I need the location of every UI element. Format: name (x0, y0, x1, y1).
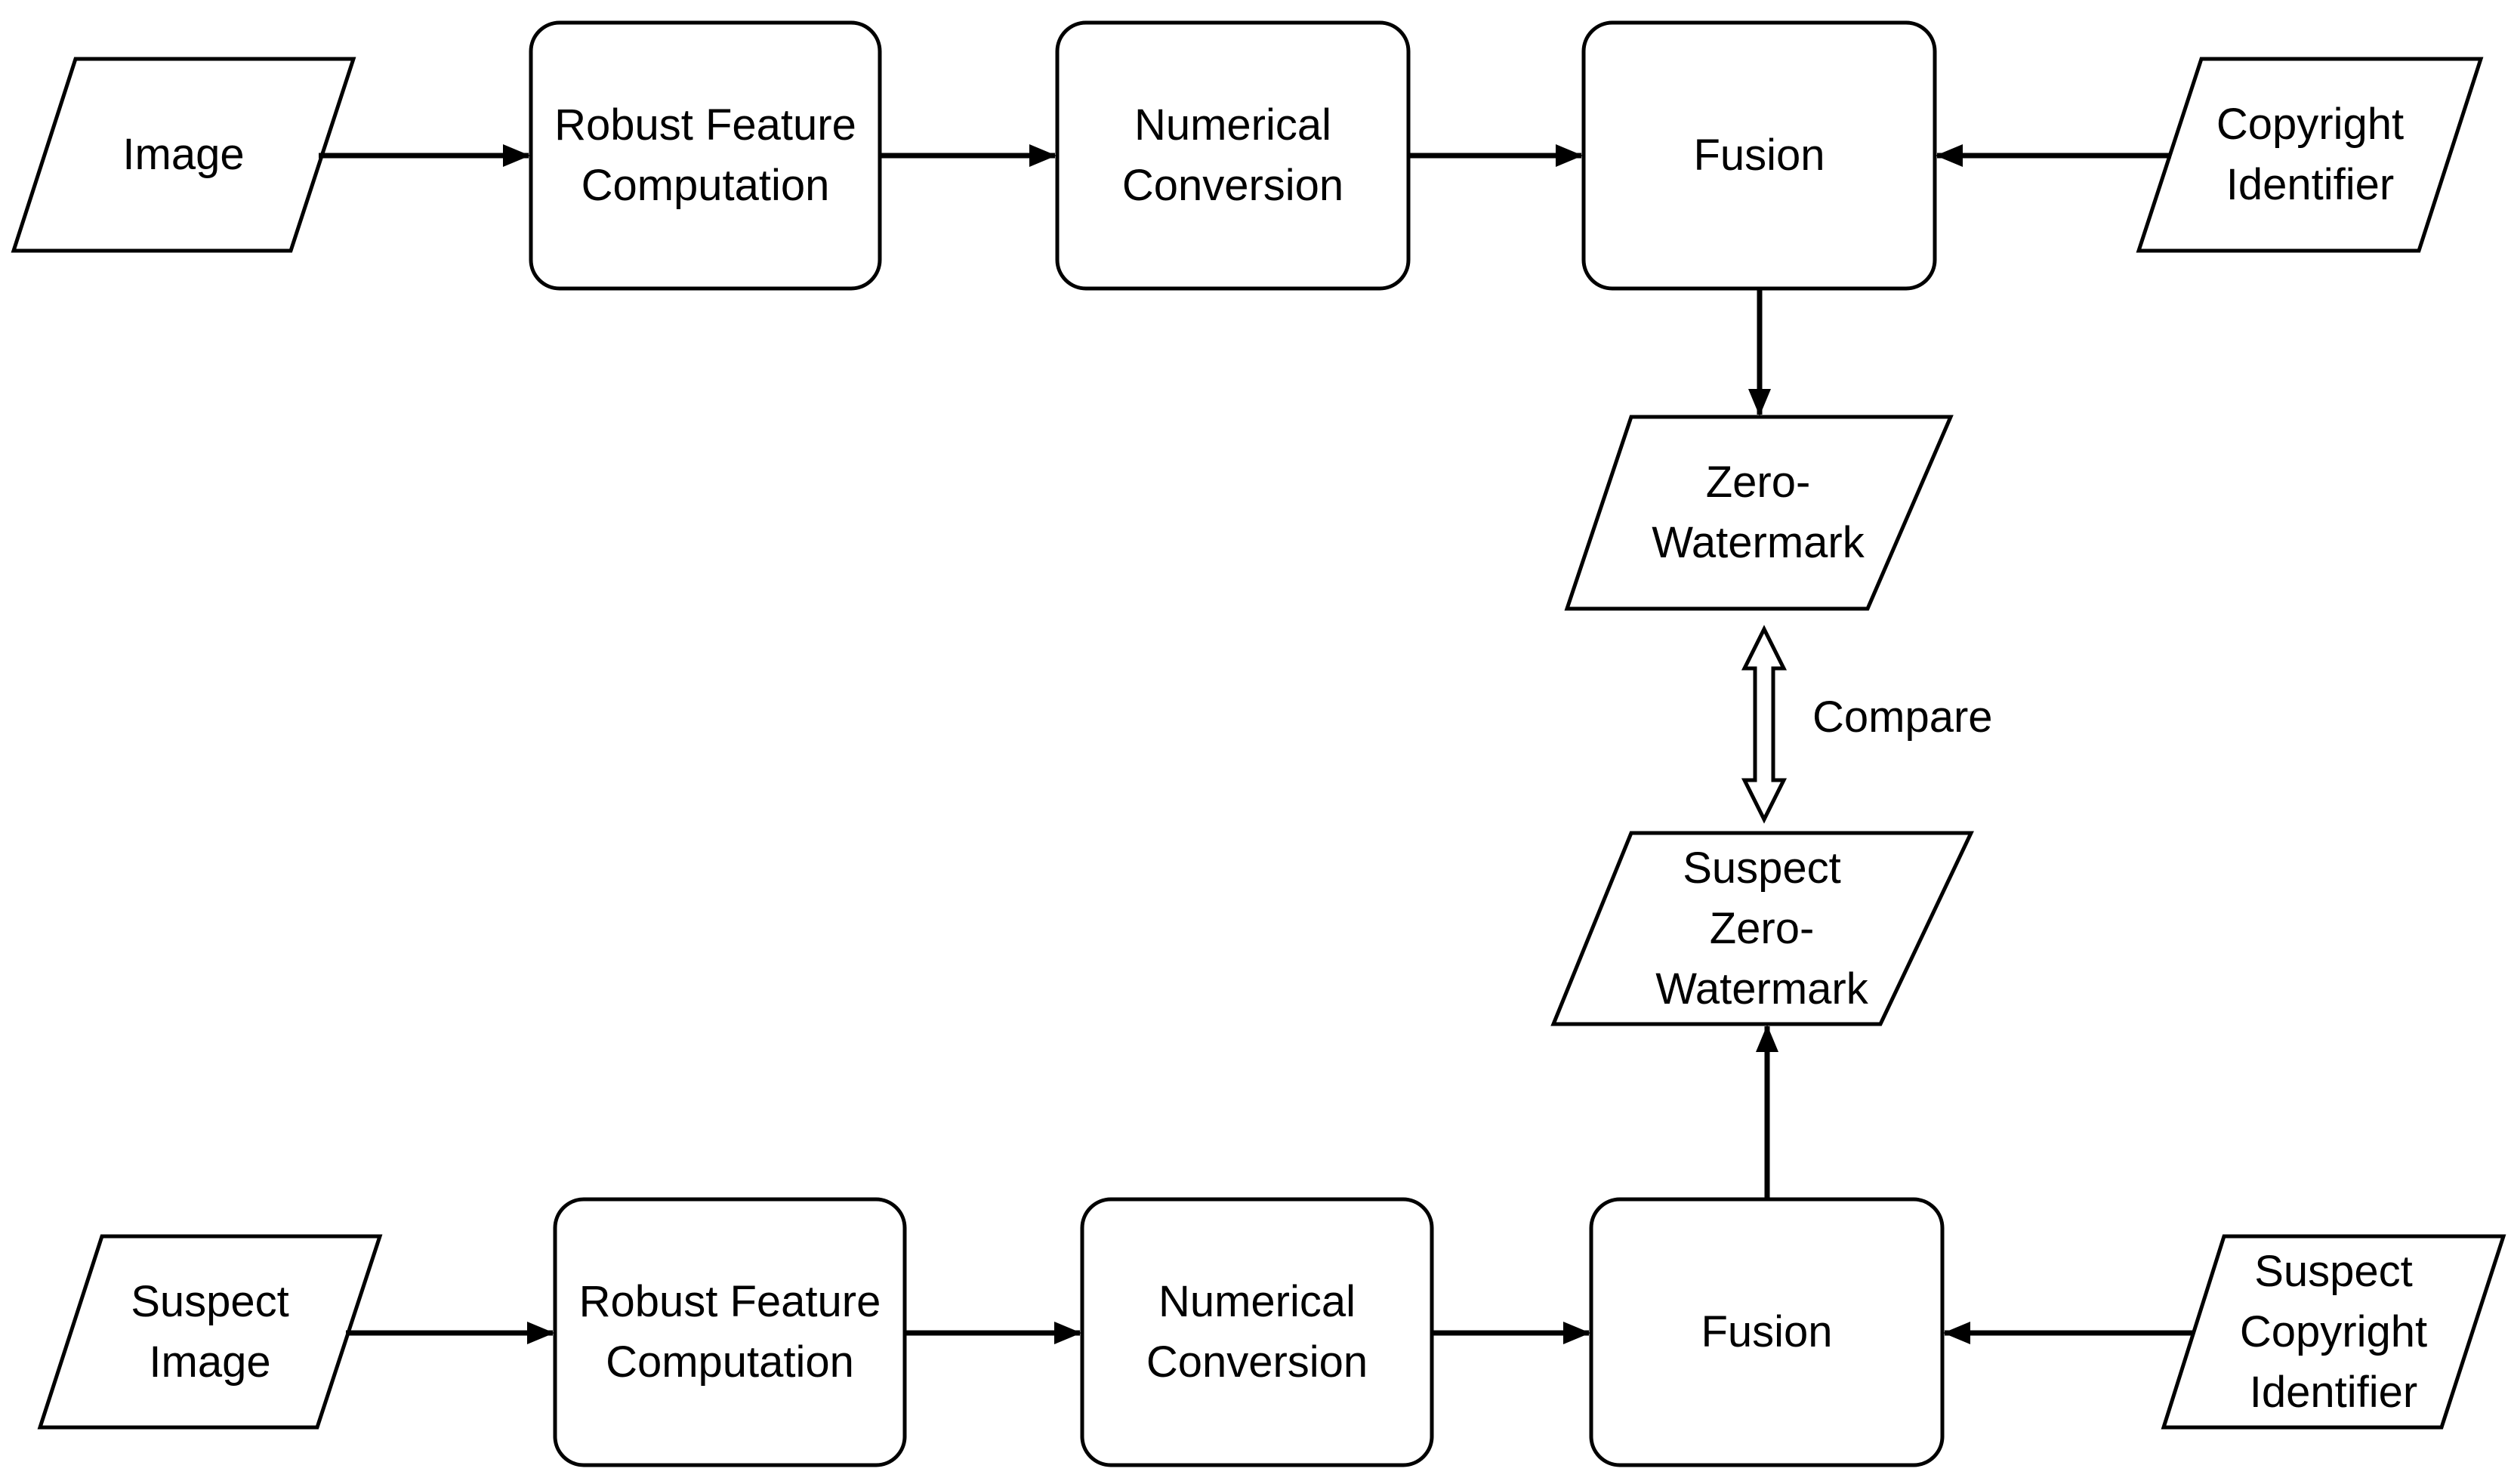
suspect-copyright-identifier-label: Suspect Copyright Identifier (2239, 1246, 2428, 1417)
suspect-image-node (37, 1234, 383, 1430)
compare-double-arrow (1741, 625, 1788, 824)
copyright-identifier-node (2136, 57, 2484, 253)
numerical-conversion-top-label: Numerical Conversion (1121, 100, 1344, 210)
robust-feature-top-label: Robust Feature Computation (554, 100, 856, 210)
fusion-top-label: Fusion (1693, 131, 1825, 180)
robust-feature-bottom-label: Robust Feature Computation (578, 1277, 881, 1387)
copyright-identifier-label: Copyright Identifier (2216, 100, 2405, 209)
zero-watermark-label: Zero- Watermark (1652, 458, 1865, 567)
suspect-image-label: Suspect Image (131, 1276, 289, 1387)
compare-label: Compare (1812, 693, 1993, 742)
image-label: Image (122, 130, 245, 179)
zero-watermark-node (1564, 415, 1954, 611)
suspect-zero-watermark-node (1550, 831, 1974, 1026)
fusion-bottom-label: Fusion (1701, 1307, 1833, 1356)
suspect-zero-watermark-label: Suspect Zero- Watermark (1655, 843, 1868, 1014)
suspect-copyright-identifier-node (2161, 1234, 2506, 1430)
image-node (11, 57, 356, 253)
numerical-conversion-bottom-label: Numerical Conversion (1146, 1277, 1368, 1387)
